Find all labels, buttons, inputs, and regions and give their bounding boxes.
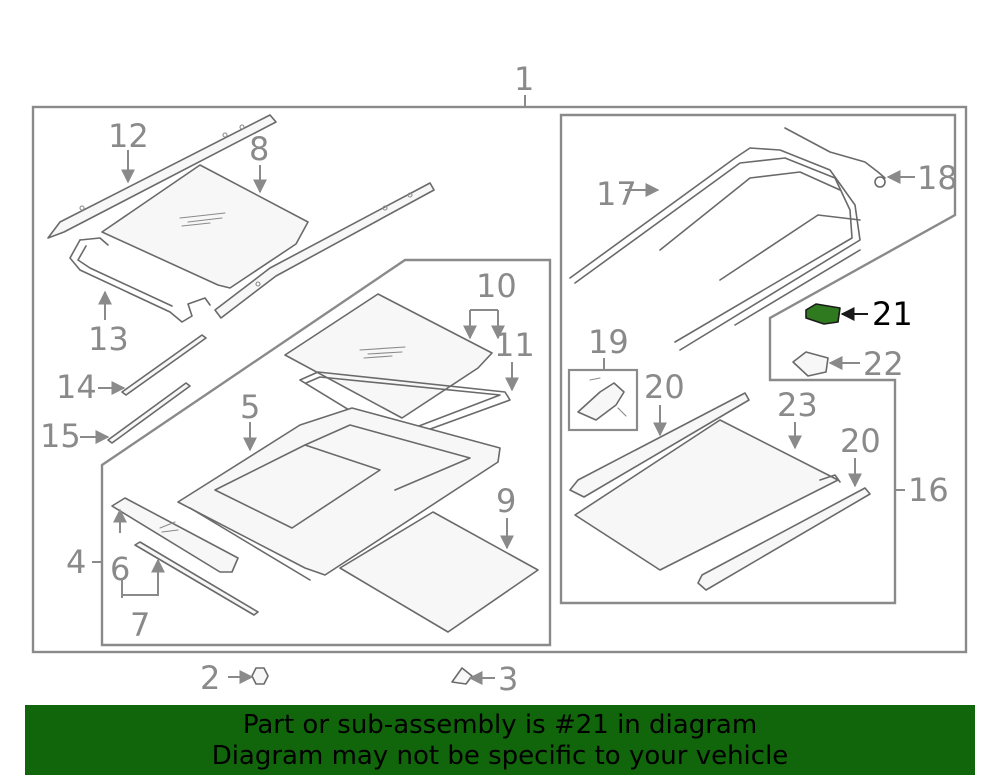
callout-13: 13 — [88, 320, 129, 358]
outer-assembly-frame — [31, 105, 968, 654]
part-3-clip — [451, 667, 473, 685]
sunshade-module-frame — [559, 113, 957, 605]
info-banner: Part or sub-assembly is #21 in diagram D… — [25, 705, 975, 775]
callout-6: 6 — [110, 550, 130, 588]
callout-20-left: 20 — [644, 368, 685, 406]
callout-3: 3 — [498, 660, 518, 698]
callout-19: 19 — [588, 323, 629, 361]
callout-5: 5 — [240, 388, 260, 426]
callout-10: 10 — [476, 267, 517, 305]
glass-module-frame — [100, 258, 552, 647]
part-22-clip — [792, 351, 829, 377]
callout-14: 14 — [56, 368, 97, 406]
part-13-rear-seal — [69, 239, 211, 323]
callout-7: 7 — [130, 606, 150, 644]
callout-1: 1 — [514, 60, 534, 98]
callout-11: 11 — [494, 326, 535, 364]
callout-2: 2 — [200, 659, 220, 697]
part-17-guide-rail — [569, 147, 861, 351]
banner-line-2: Diagram may not be specific to your vehi… — [211, 741, 789, 771]
callout-8: 8 — [249, 130, 269, 168]
part-20-right-rail — [697, 487, 871, 591]
part-18-drain-hose — [784, 127, 886, 179]
callout-15: 15 — [40, 417, 81, 455]
part-8-rear-glass — [101, 164, 309, 289]
part-20-left-rail — [569, 392, 750, 498]
callout-16: 16 — [908, 471, 949, 509]
leader-lines — [80, 150, 915, 685]
part-15-strip — [107, 382, 191, 444]
callout-23: 23 — [777, 386, 818, 424]
part-5-housing-frame — [177, 407, 501, 576]
part-9-shade-panel — [339, 511, 539, 633]
callout-22: 22 — [863, 345, 904, 383]
banner-line-1: Part or sub-assembly is #21 in diagram — [242, 710, 758, 740]
callout-9: 9 — [496, 482, 516, 520]
callout-20-right: 20 — [840, 422, 881, 460]
callout-4: 4 — [66, 543, 86, 581]
part-23-sunshade — [574, 419, 839, 571]
callout-18: 18 — [917, 159, 958, 197]
part-12-front-rail — [47, 114, 277, 239]
part-7-strip — [134, 541, 259, 616]
part-21-highlighted — [805, 303, 841, 325]
callout-12: 12 — [108, 117, 149, 155]
part-19-bracket — [577, 382, 625, 421]
part-2-bolt — [251, 667, 269, 685]
part-6-deflector — [111, 497, 239, 573]
callout-21: 21 — [872, 295, 913, 333]
callout-17: 17 — [596, 175, 637, 213]
side-rail — [214, 182, 435, 319]
part-14-strip — [121, 334, 207, 396]
